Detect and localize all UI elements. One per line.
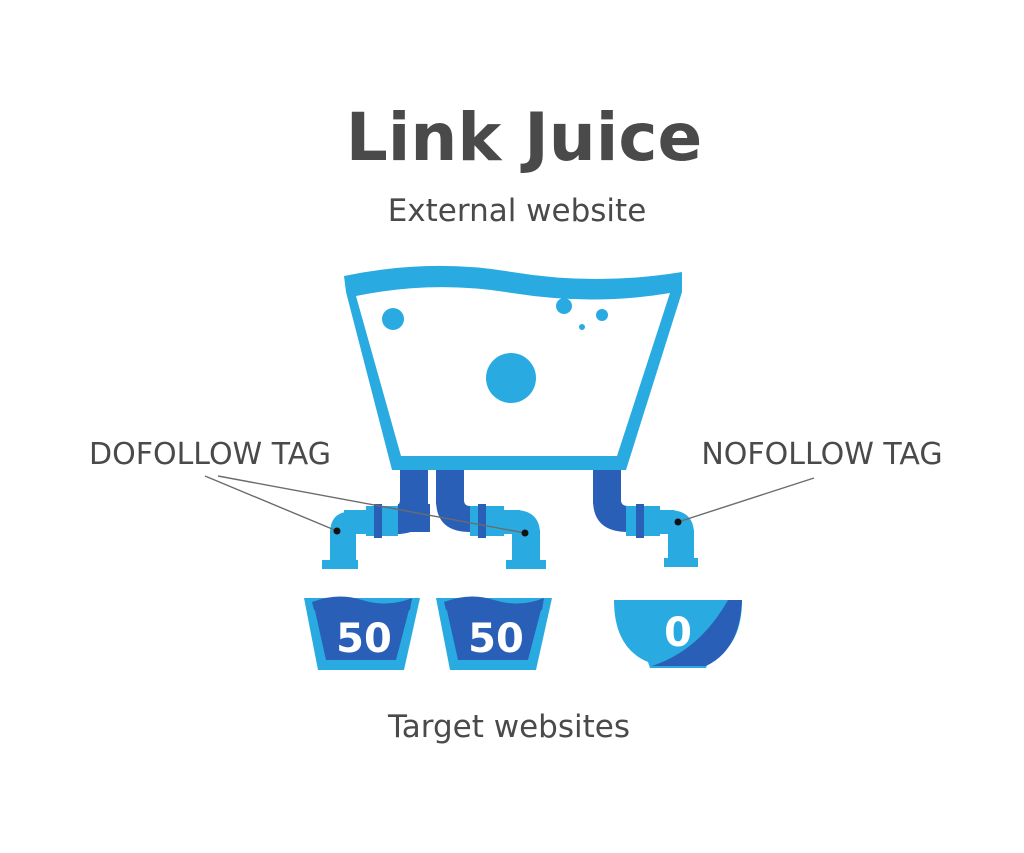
- pointer-dot: [674, 518, 682, 526]
- diagram-title: Link Juice: [346, 99, 703, 176]
- bubble: [486, 353, 536, 403]
- dofollow-pointers: [204, 475, 529, 537]
- source-bucket: [344, 265, 682, 470]
- pipe-dofollow-left: [322, 470, 430, 569]
- bubble: [382, 308, 404, 330]
- bubble: [596, 309, 608, 321]
- target-container-1: 50: [304, 596, 420, 670]
- container-value: 50: [336, 616, 392, 662]
- bubble: [556, 298, 572, 314]
- nofollow-pointer: [674, 477, 815, 526]
- target-label: Target websites: [387, 709, 630, 745]
- pipe-dofollow-right: [436, 470, 546, 569]
- container-value: 50: [468, 616, 524, 662]
- source-label: External website: [388, 193, 647, 229]
- dofollow-tag-label: DOFOLLOW TAG: [89, 437, 331, 472]
- pointer-dot: [521, 529, 529, 537]
- nofollow-tag-label: NOFOLLOW TAG: [701, 437, 942, 472]
- pointer-dot: [333, 527, 341, 535]
- container-value: 0: [664, 610, 692, 656]
- pipe-nofollow: [593, 470, 698, 567]
- target-container-2: 50: [436, 596, 552, 670]
- target-container-3: 0: [614, 600, 742, 668]
- bubble: [579, 324, 585, 330]
